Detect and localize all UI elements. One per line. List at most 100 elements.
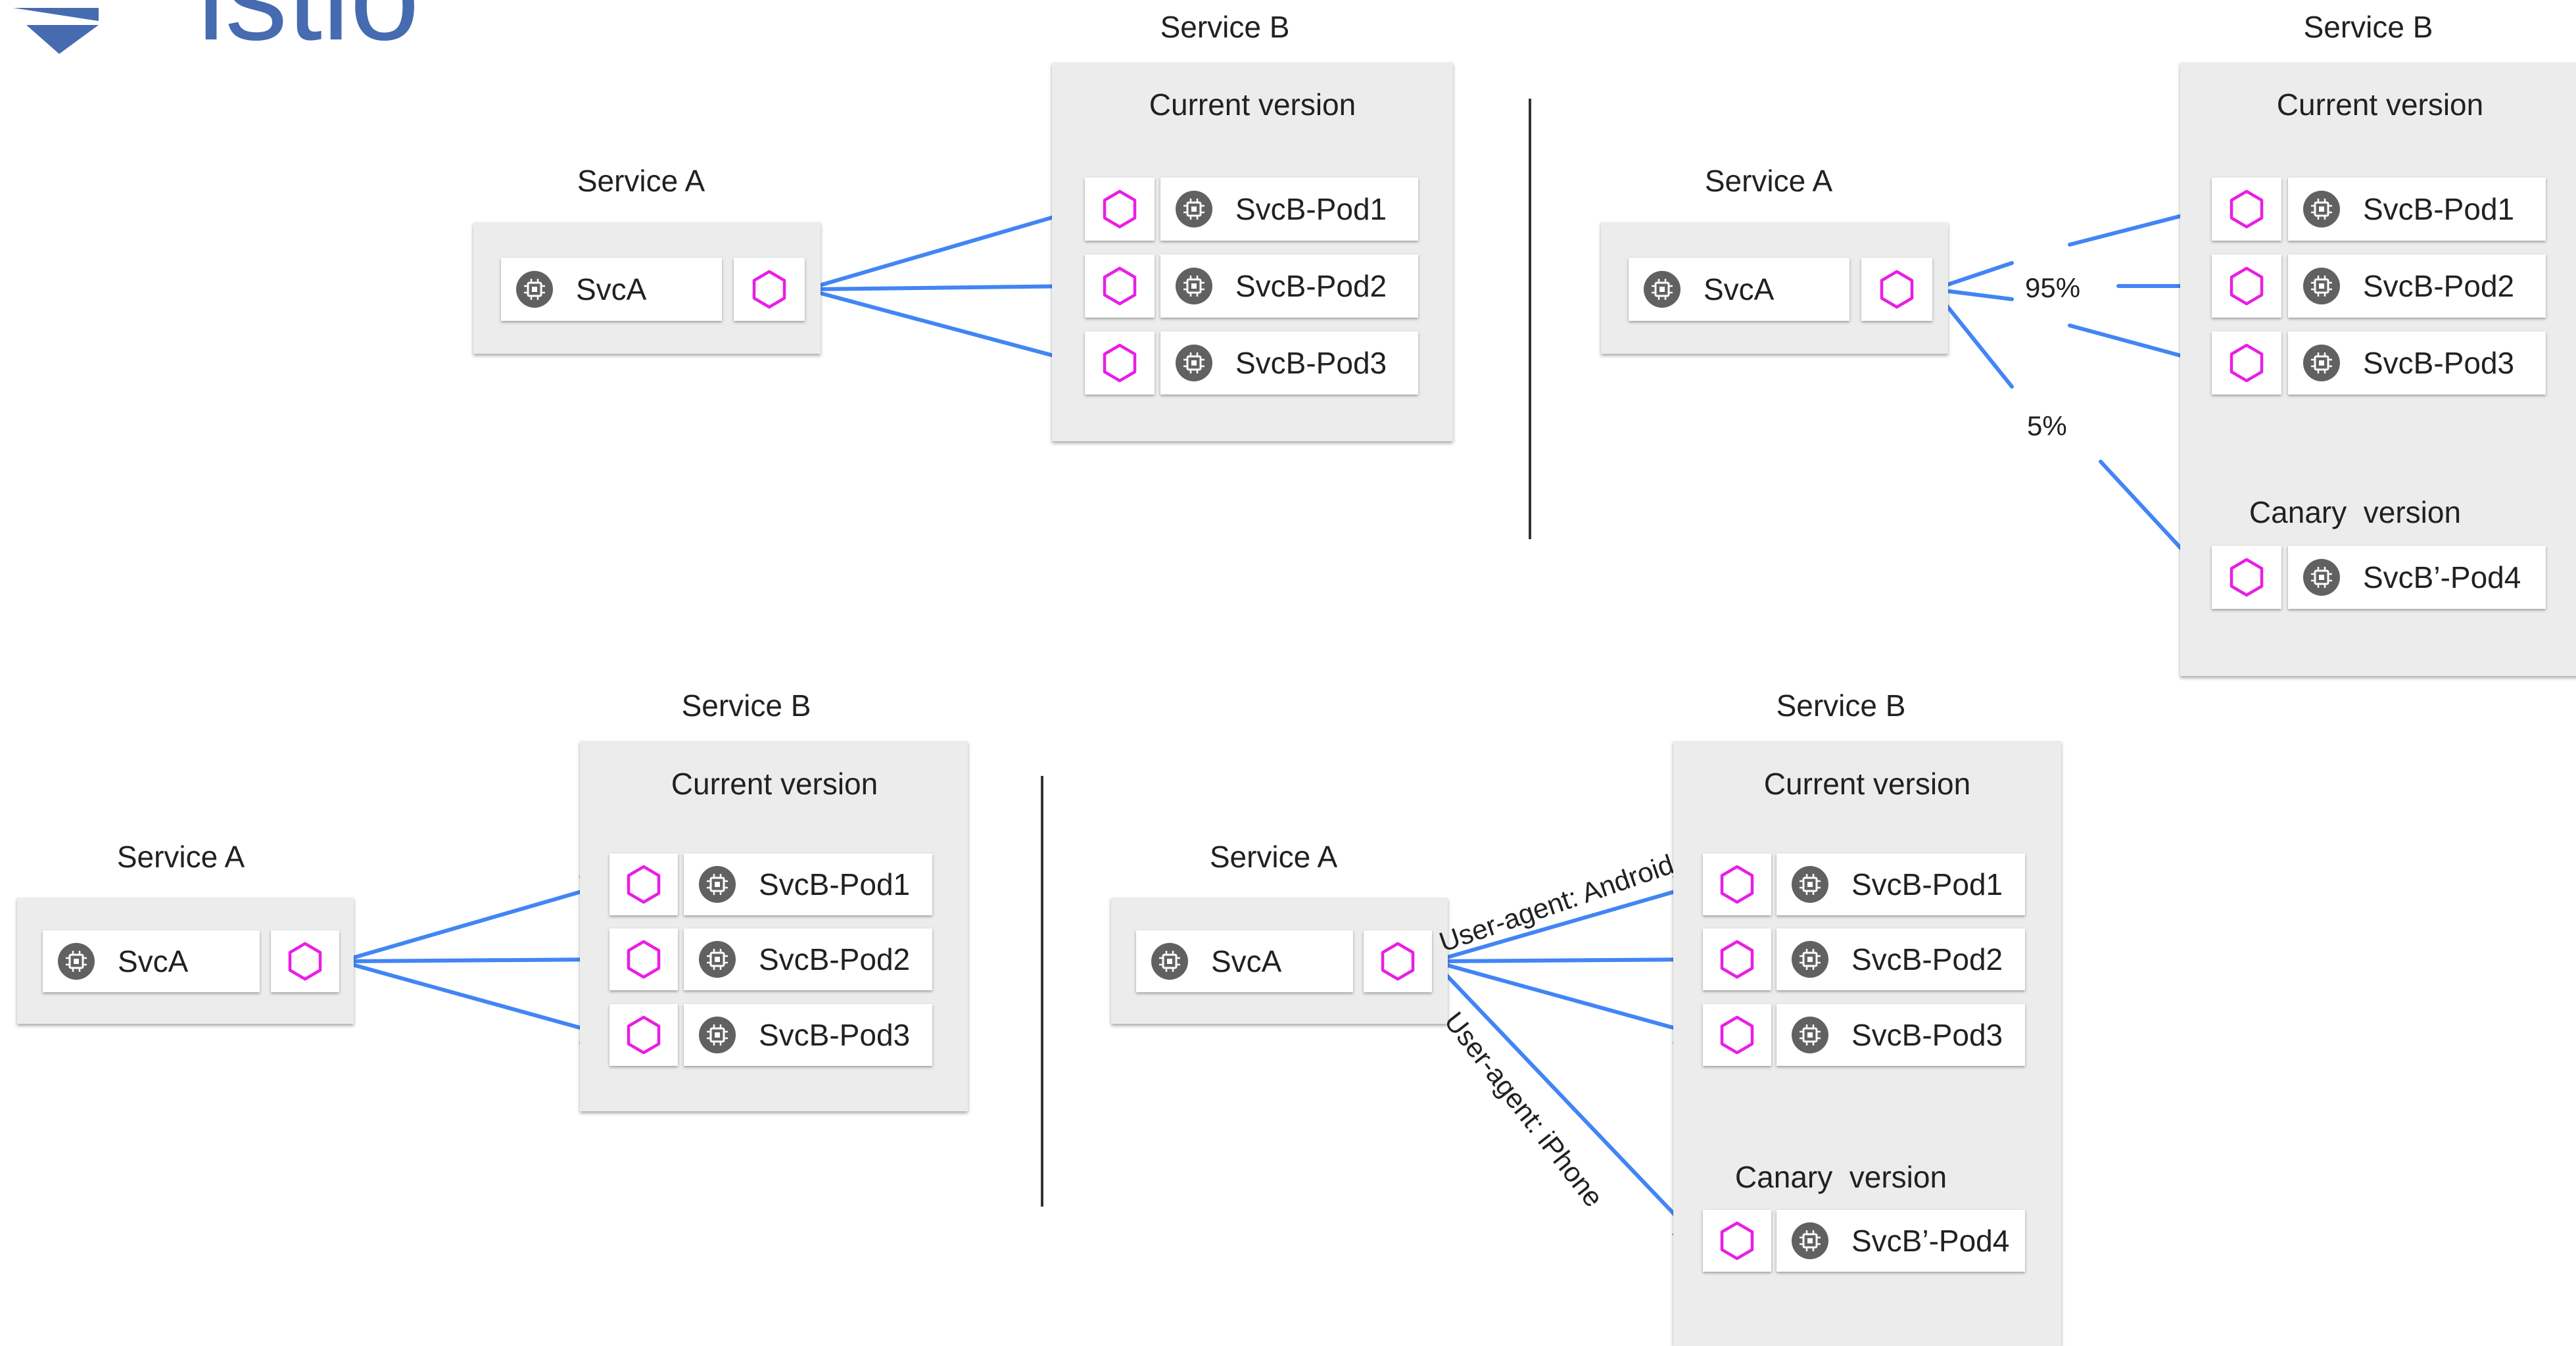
rule-android-label: User-agent: Android bbox=[1435, 848, 1678, 958]
chip-icon bbox=[2303, 559, 2340, 596]
service-b-title: Service B bbox=[1160, 10, 1290, 44]
pod-card: SvcB-Pod2 bbox=[684, 928, 932, 990]
pod-sidecar bbox=[1703, 853, 1771, 915]
chip-icon bbox=[58, 943, 95, 980]
pod-sidecar bbox=[609, 928, 678, 990]
pod-sidecar bbox=[1085, 178, 1155, 241]
weight-current-label: 95% bbox=[2025, 272, 2081, 303]
sidecar-proxy-hexagon-icon bbox=[2230, 266, 2264, 306]
chip-icon bbox=[1176, 268, 1212, 304]
pod-card: SvcB-Pod3 bbox=[2288, 331, 2546, 395]
pod-label: SvcB-Pod1 bbox=[1235, 192, 1387, 226]
chip-icon bbox=[699, 941, 736, 978]
sidecar-proxy-hexagon-icon bbox=[1720, 1015, 1754, 1055]
pod-card: SvcB-Pod3 bbox=[684, 1004, 932, 1066]
pod-card: SvcB-Pod3 bbox=[1160, 331, 1418, 395]
canary-pod-card: SvcB’-Pod4 bbox=[1777, 1210, 2025, 1272]
service-b-title: Service B bbox=[1776, 688, 1906, 723]
sidecar-proxy-hexagon-icon bbox=[627, 865, 661, 904]
arrow-tl-pod3 bbox=[804, 287, 1089, 372]
chip-icon bbox=[2303, 268, 2340, 304]
current-version-title: Current version bbox=[671, 767, 878, 801]
chip-icon bbox=[1151, 943, 1188, 980]
pod-label: SvcB-Pod2 bbox=[1235, 269, 1387, 303]
pod-label: SvcB-Pod3 bbox=[1235, 346, 1387, 380]
sidecar-proxy bbox=[271, 930, 339, 992]
sidecar-proxy bbox=[1364, 930, 1432, 992]
sidecar-proxy-hexagon-icon bbox=[1103, 343, 1137, 383]
chip-icon bbox=[699, 866, 736, 903]
pod-label: SvcB-Pod1 bbox=[2363, 192, 2515, 226]
pod-card: SvcB-Pod3 bbox=[1777, 1004, 2025, 1066]
chip-icon bbox=[1792, 941, 1828, 978]
pod-card: SvcB-Pod2 bbox=[2288, 254, 2546, 318]
pod-card: SvcB-Pod1 bbox=[684, 853, 932, 915]
canary-version-title: Canary version bbox=[2249, 495, 2462, 529]
sidecar-proxy-hexagon-icon bbox=[2230, 558, 2264, 597]
pod-label: SvcB-Pod3 bbox=[1851, 1018, 2003, 1052]
pod-card: SvcB-Pod1 bbox=[2288, 178, 2546, 241]
pod-sidecar bbox=[1085, 331, 1155, 395]
workload-label: SvcA bbox=[1704, 272, 1775, 306]
pod-label: SvcB-Pod1 bbox=[759, 867, 911, 901]
chip-icon bbox=[1792, 866, 1828, 903]
sidecar-proxy-hexagon-icon bbox=[1103, 189, 1137, 229]
pod-label: SvcB-Pod3 bbox=[2363, 346, 2515, 380]
svca-workload-card: SvcA bbox=[1629, 258, 1849, 321]
workload-label: SvcA bbox=[576, 272, 647, 306]
weight-canary-label: 5% bbox=[2027, 410, 2067, 441]
pod-sidecar bbox=[1085, 254, 1155, 318]
chip-icon bbox=[516, 271, 553, 308]
service-a-title: Service A bbox=[1209, 840, 1338, 874]
sidecar-proxy-hexagon-icon bbox=[1103, 266, 1137, 306]
arrow-tl-pod1 bbox=[804, 201, 1089, 291]
sidecar-proxy-hexagon-icon bbox=[752, 270, 786, 309]
service-b-title: Service B bbox=[681, 688, 811, 723]
sidecar-proxy-hexagon-icon bbox=[1880, 270, 1914, 309]
pod-card: SvcB-Pod2 bbox=[1160, 254, 1418, 318]
pod-sidecar bbox=[1703, 1210, 1771, 1272]
pod-label: SvcB-Pod1 bbox=[1851, 867, 2003, 901]
istio-sail-icon bbox=[13, 8, 99, 54]
service-a-title: Service A bbox=[116, 840, 245, 874]
pod-sidecar bbox=[1703, 1004, 1771, 1066]
divider-top bbox=[1529, 99, 1531, 539]
chip-icon bbox=[2303, 345, 2340, 381]
sidecar-proxy bbox=[1861, 258, 1932, 321]
service-a-title: Service A bbox=[1704, 164, 1833, 198]
chip-icon bbox=[2303, 191, 2340, 228]
current-version-title: Current version bbox=[1763, 767, 1971, 801]
divider-bottom bbox=[1041, 776, 1043, 1207]
istio-logo-text: istio bbox=[197, 0, 419, 59]
pod-sidecar bbox=[2212, 546, 2281, 609]
sidecar-proxy-hexagon-icon bbox=[1720, 1221, 1754, 1261]
sidecar-proxy-hexagon-icon bbox=[288, 942, 322, 981]
chip-icon bbox=[1644, 271, 1681, 308]
pod-sidecar bbox=[1703, 928, 1771, 990]
chip-icon bbox=[1176, 191, 1212, 228]
pod-sidecar bbox=[2212, 178, 2281, 241]
chip-icon bbox=[1792, 1017, 1828, 1053]
svca-workload-card: SvcA bbox=[501, 258, 722, 321]
pod-card: SvcB-Pod1 bbox=[1160, 178, 1418, 241]
workload-label: SvcA bbox=[1211, 944, 1282, 978]
sidecar-proxy-hexagon-icon bbox=[627, 940, 661, 979]
pod-sidecar bbox=[609, 1004, 678, 1066]
sidecar-proxy-hexagon-icon bbox=[627, 1015, 661, 1055]
sidecar-proxy bbox=[734, 258, 805, 321]
arrow-tl-pod2 bbox=[804, 270, 1089, 302]
svca-workload-card: SvcA bbox=[1136, 930, 1353, 992]
istio-logo: istio bbox=[0, 0, 565, 59]
chip-icon bbox=[1792, 1222, 1828, 1259]
pod-label: SvcB-Pod2 bbox=[759, 942, 911, 976]
arrow-bl-pod1 bbox=[339, 875, 614, 963]
pod-label: SvcB-Pod2 bbox=[2363, 269, 2515, 303]
pod-sidecar bbox=[2212, 254, 2281, 318]
pod-sidecar bbox=[609, 853, 678, 915]
pod-card: SvcB-Pod1 bbox=[1777, 853, 2025, 915]
arrow-bl-pod2 bbox=[339, 944, 614, 976]
sidecar-proxy-hexagon-icon bbox=[1720, 940, 1754, 979]
service-b-title: Service B bbox=[2303, 10, 2433, 44]
rule-iphone-label: User-agent: iPhone bbox=[1438, 1006, 1610, 1213]
pod-label: SvcB’-Pod4 bbox=[2363, 560, 2521, 594]
